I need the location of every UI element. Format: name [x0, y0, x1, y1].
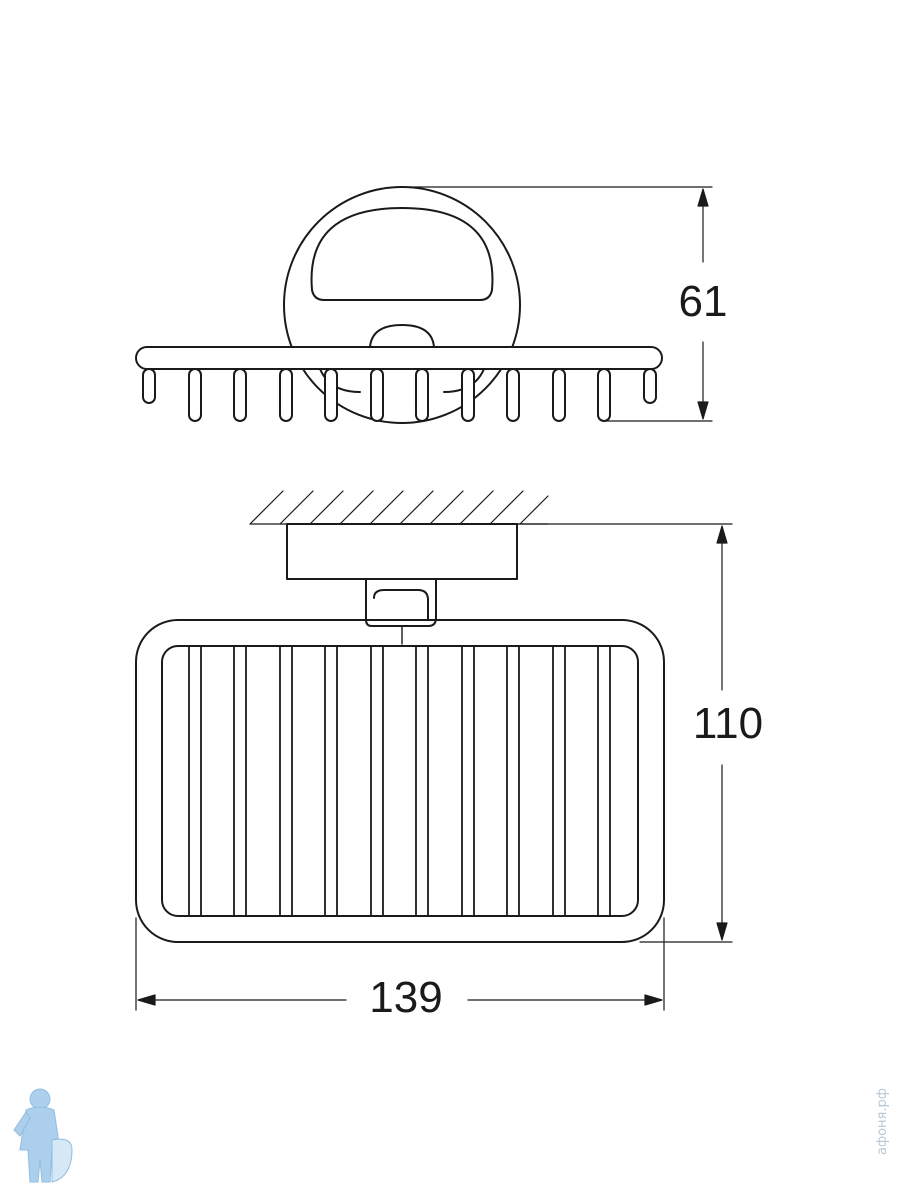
watermark-text: афоня.рф — [875, 1088, 890, 1155]
dimension-label-110: 110 — [693, 699, 763, 748]
front-view-connector — [365, 578, 437, 627]
dimension-label-61: 61 — [679, 277, 728, 326]
top-view-mount-disc — [283, 186, 521, 424]
dimension-139 — [135, 917, 665, 1011]
top-view — [135, 186, 663, 424]
mascot-logo-icon — [13, 1088, 73, 1183]
front-view-bars — [188, 645, 611, 917]
dimension-61 — [409, 186, 713, 422]
top-view-hub — [369, 324, 435, 348]
front-view-basket-outer — [135, 619, 665, 943]
front-view — [135, 490, 665, 943]
top-view-rail — [135, 346, 663, 370]
front-view-mount-plate — [286, 523, 518, 580]
top-view-hub-lower — [319, 368, 485, 393]
top-view-mount-cutout — [310, 207, 494, 301]
dimension-label-139: 139 — [369, 973, 442, 1022]
wall-hatching — [249, 490, 549, 525]
top-view-prongs — [142, 368, 657, 422]
dimension-110 — [516, 523, 733, 943]
front-view-connector-face — [373, 589, 429, 621]
front-view-basket-inner — [161, 645, 639, 917]
